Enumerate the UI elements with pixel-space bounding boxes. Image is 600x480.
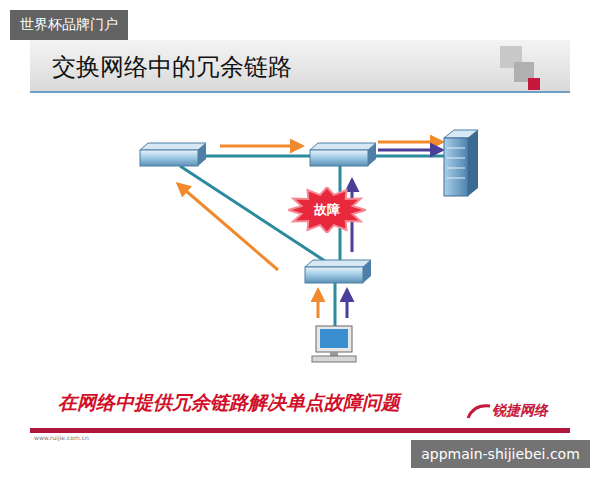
traffic-arrows xyxy=(178,142,442,318)
slide-ground xyxy=(30,40,570,440)
footer-url: www.ruijie.com.cn xyxy=(34,434,89,441)
server-icon xyxy=(444,130,478,196)
logo-square xyxy=(528,78,540,90)
fault-label: 故障 xyxy=(314,201,340,219)
network-links xyxy=(180,156,444,326)
title-rule xyxy=(30,91,570,93)
switch-icon xyxy=(305,260,371,283)
switch-icon xyxy=(310,143,376,166)
switch-icon xyxy=(140,143,206,166)
slide-caption: 在网络中提供冗余链路解决单点故障问题 xyxy=(58,390,400,416)
slide-title: 交换网络中的冗余链路 xyxy=(52,51,292,83)
footer-bar xyxy=(30,428,570,433)
fault-burst: 故障 xyxy=(288,187,366,233)
title-band xyxy=(30,40,570,92)
brand-logo-text: 锐捷网络 xyxy=(492,402,548,420)
watermark-box: appmain-shijiebei.com xyxy=(411,440,590,468)
watermark-box: 世界杯品牌门户 xyxy=(10,10,128,40)
watermark-text: appmain-shijiebei.com xyxy=(421,446,580,462)
watermark-text: 世界杯品牌门户 xyxy=(20,16,118,34)
pc-icon xyxy=(312,326,356,362)
logo-swoosh xyxy=(468,406,490,418)
